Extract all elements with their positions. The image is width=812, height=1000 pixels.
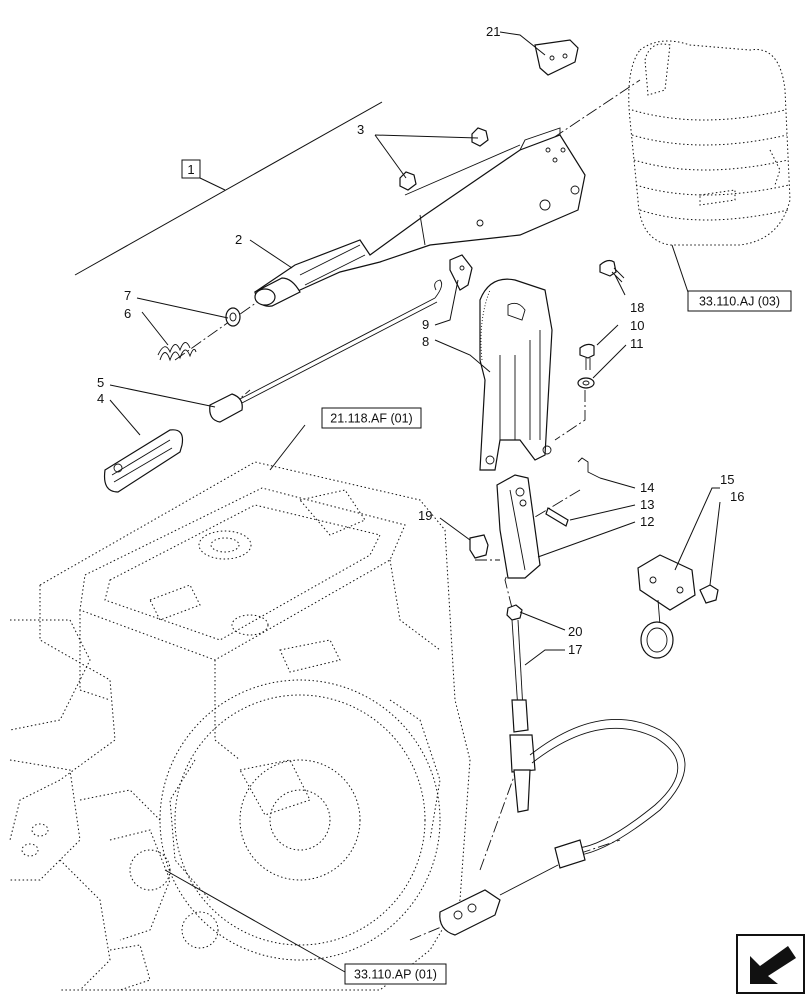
callout-13: 13 bbox=[640, 497, 654, 512]
ratchet-quadrant bbox=[479, 278, 553, 471]
ref-text-top-right: 33.110.AJ (03) bbox=[699, 295, 780, 309]
pin-13 bbox=[545, 507, 569, 527]
washer-11 bbox=[577, 377, 595, 389]
ref-box-bottom[interactable]: 33.110.AP (01) bbox=[344, 963, 447, 985]
cable-17 bbox=[439, 619, 686, 936]
group-1-leader bbox=[199, 177, 226, 191]
callout-18: 18 bbox=[630, 300, 644, 315]
pawl-plate-9 bbox=[449, 254, 473, 291]
plug-19 bbox=[469, 534, 489, 559]
bracket-21 bbox=[534, 39, 579, 76]
screw-10 bbox=[579, 343, 595, 370]
nut-20 bbox=[506, 604, 523, 621]
callout-3: 3 bbox=[357, 122, 364, 137]
transmission-housing bbox=[9, 461, 471, 991]
callout-10: 10 bbox=[630, 318, 644, 333]
spring-6 bbox=[157, 342, 197, 362]
leader-lines bbox=[109, 31, 721, 973]
bolt-18 bbox=[599, 259, 625, 283]
callout-2: 2 bbox=[235, 232, 242, 247]
handbrake-lever bbox=[254, 127, 586, 307]
callout-17: 17 bbox=[568, 642, 582, 657]
callout-19: 19 bbox=[418, 508, 432, 523]
callout-6: 6 bbox=[124, 306, 131, 321]
callout-14: 14 bbox=[640, 480, 654, 495]
callout-20: 20 bbox=[568, 624, 582, 639]
release-rod bbox=[209, 279, 443, 423]
callout-7: 7 bbox=[124, 288, 131, 303]
previous-page-arrow-icon[interactable] bbox=[736, 934, 805, 994]
callout-8: 8 bbox=[422, 334, 429, 349]
callout-5: 5 bbox=[97, 375, 104, 390]
washer-7 bbox=[225, 307, 241, 327]
gear-lever-boot bbox=[628, 40, 791, 246]
callout-15: 15 bbox=[720, 472, 734, 487]
ref-box-top-right[interactable]: 33.110.AJ (03) bbox=[687, 290, 792, 312]
callout-21: 21 bbox=[486, 24, 500, 39]
handle-grip bbox=[103, 429, 184, 493]
callout-11: 11 bbox=[630, 336, 644, 351]
ref-box-middle[interactable]: 21.118.AF (01) bbox=[321, 407, 422, 429]
group-1-box bbox=[181, 159, 201, 179]
bolts-3 bbox=[399, 127, 489, 191]
callout-16: 16 bbox=[730, 489, 744, 504]
bracket-15 bbox=[637, 554, 696, 659]
group-1-line bbox=[74, 101, 383, 276]
ref-text-middle: 21.118.AF (01) bbox=[330, 412, 412, 426]
ref-text-bottom: 33.110.AP (01) bbox=[354, 968, 437, 982]
lever-bracket-12 bbox=[496, 474, 541, 579]
bolt-16 bbox=[699, 584, 719, 604]
clip-14 bbox=[577, 457, 601, 479]
callout-4: 4 bbox=[97, 391, 104, 406]
callout-12: 12 bbox=[640, 514, 654, 529]
callout-numbers: 21 3 2 7 6 5 4 9 8 18 10 11 14 13 12 15 … bbox=[97, 24, 744, 657]
callout-9: 9 bbox=[422, 317, 429, 332]
group-1-label: 1 bbox=[187, 162, 194, 177]
